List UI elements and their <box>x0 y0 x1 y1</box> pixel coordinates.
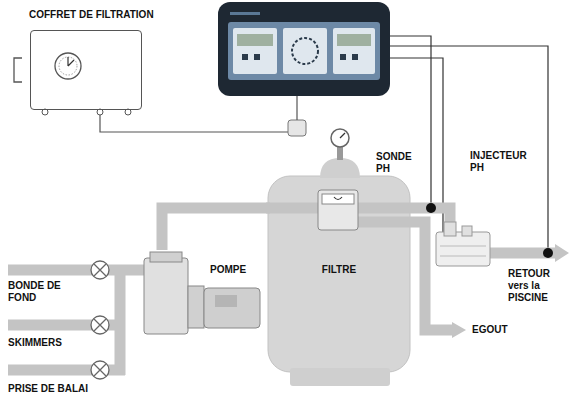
part-label: SKIMMERS <box>8 337 88 349</box>
controller-module <box>283 28 327 74</box>
lcd-screen <box>237 34 273 46</box>
drain-arrow <box>452 322 466 338</box>
injection-point <box>543 248 553 258</box>
controller-panel <box>228 22 380 80</box>
dial-ticks <box>59 57 77 75</box>
button <box>352 54 358 60</box>
button <box>254 54 260 60</box>
mount-bracket <box>14 58 22 82</box>
pump-node: POMPE <box>140 250 262 336</box>
part-label: EGOUT <box>472 324 522 336</box>
controller-logo <box>230 12 260 15</box>
pump-housing <box>144 258 188 334</box>
gauge-needle <box>340 133 345 138</box>
gauge-stem <box>337 146 343 160</box>
probe-point <box>426 203 436 213</box>
part-label: RETOUR vers la PISCINE <box>508 268 558 304</box>
power-cable <box>100 115 288 132</box>
power-cable <box>296 96 297 120</box>
fitting-stub <box>462 226 472 236</box>
part-name: POMPE <box>210 264 246 276</box>
lcd-screen <box>337 34 371 46</box>
part-name: COFFRET DE FILTRATION <box>29 9 154 21</box>
pump-flange <box>188 286 204 328</box>
pipes <box>8 208 555 375</box>
button <box>340 54 346 60</box>
multiport-valve <box>318 190 358 230</box>
motor-box <box>215 295 237 307</box>
controller-module <box>233 28 277 74</box>
controller-dial <box>292 38 318 64</box>
pipe-connector <box>162 208 270 250</box>
part-label: INJECTEUR PH <box>470 150 536 174</box>
part-label: SONDE PH <box>376 151 428 175</box>
return-fitting <box>436 232 490 266</box>
coffret-ground <box>30 30 142 110</box>
fitting-ridges <box>440 246 486 256</box>
filter-base <box>290 368 390 386</box>
control-box: COFFRET DE FILTRATION <box>30 30 142 110</box>
part-label: BONDE DE FOND <box>8 280 72 304</box>
plug <box>288 120 306 136</box>
filter-dome <box>320 158 360 178</box>
valve-mark <box>334 197 342 200</box>
button <box>242 54 248 60</box>
pressure-gauge <box>331 129 349 147</box>
probe-holder <box>444 222 456 236</box>
valves <box>91 261 109 379</box>
ph-controller <box>218 2 390 96</box>
pump-motor <box>204 288 260 328</box>
prefilter-lid <box>150 252 182 262</box>
part-label: PRISE DE BALAI <box>8 383 118 395</box>
valve-handle <box>322 194 354 204</box>
return-arrow <box>555 244 569 262</box>
timer-dial <box>55 53 81 79</box>
controller-module <box>333 28 375 74</box>
part-name: FILTRE <box>268 264 410 276</box>
dial-hands <box>68 57 74 66</box>
filter-tank-node: FILTRE <box>268 176 410 372</box>
